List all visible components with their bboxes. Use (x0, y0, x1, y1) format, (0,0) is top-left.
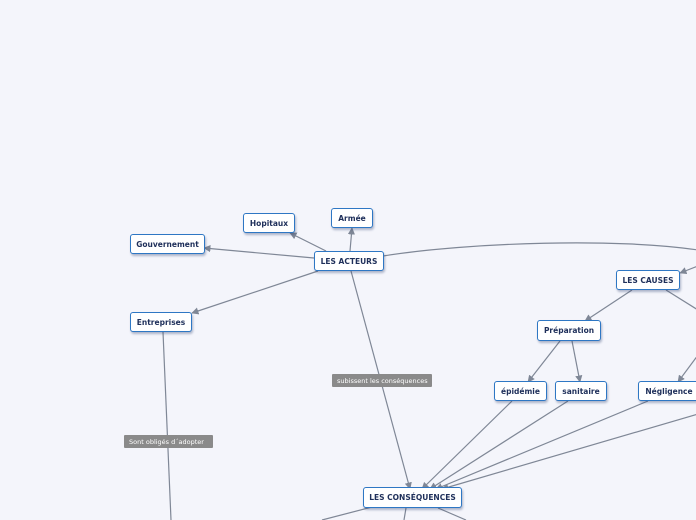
node-sanitaire[interactable]: sanitaire (555, 381, 607, 401)
node-gouvernement[interactable]: Gouvernement (130, 234, 205, 254)
edge-acteurs-entreprises (191, 270, 319, 315)
edge-consequences-right (437, 507, 467, 520)
edge-epidemie-consequences (421, 400, 513, 490)
node-acteurs[interactable]: LES ACTEURS (314, 251, 384, 271)
edge-right-consequences (441, 413, 696, 491)
node-hopitaux[interactable]: Hopitaux (243, 213, 295, 233)
edge-acteurs-gouvernement (203, 245, 315, 259)
edge-right-negligence (677, 356, 696, 383)
edge-into-causes (679, 266, 696, 275)
edge-acteurs-hopitaux (289, 232, 327, 252)
node-armee[interactable]: Armée (331, 208, 373, 228)
edge-consequences-left (321, 506, 373, 520)
edge-consequences-down (403, 507, 407, 520)
edge-label-obliges: Sont obligés d´adopter (124, 435, 213, 448)
node-epidemie[interactable]: épidémie (494, 381, 547, 401)
edge-causes-preparation (584, 289, 633, 322)
edge-preparation-sanitaire (571, 340, 583, 383)
edge-entreprises-down (162, 331, 172, 520)
node-consequences[interactable]: LES CONSÉQUENCES (363, 487, 462, 508)
node-negligence[interactable]: Négligence (638, 381, 696, 401)
node-entreprises[interactable]: Entreprises (130, 312, 192, 332)
edge-negligence-consequences (435, 400, 649, 490)
node-preparation[interactable]: Préparation (537, 320, 601, 341)
node-causes[interactable]: LES CAUSES (616, 270, 680, 290)
edge-causes-right (665, 289, 696, 310)
edge-preparation-epidemie (527, 340, 561, 383)
edge-sanitaire-consequences (429, 400, 569, 490)
edge-acteurs-causes (382, 242, 696, 257)
edge-label-subissent: subissent les conséquences (332, 374, 432, 387)
edge-acteurs-armee (347, 227, 356, 252)
